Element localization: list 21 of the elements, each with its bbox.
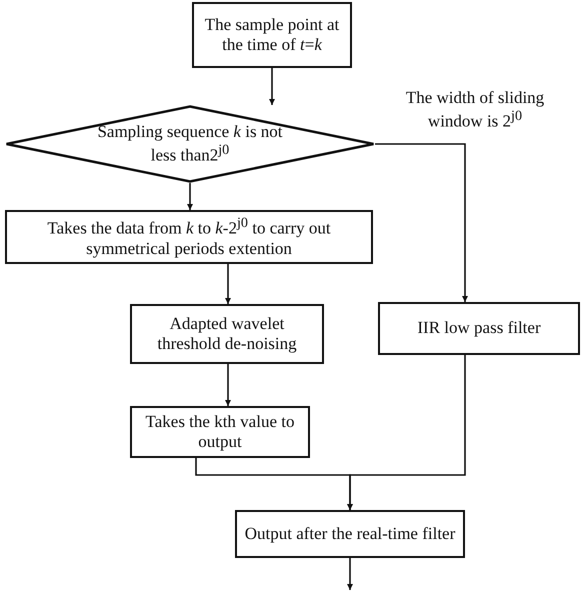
node-text: Adapted wavelet threshold de-noising <box>156 314 298 354</box>
process-box <box>378 302 580 355</box>
process-box <box>192 2 352 68</box>
arrow <box>225 364 231 406</box>
arrow <box>225 264 231 304</box>
process-box <box>130 304 324 364</box>
arrow <box>375 143 468 302</box>
arrow <box>187 183 193 210</box>
arrow <box>347 558 353 590</box>
node-text: Takes the kth value to output <box>144 412 296 452</box>
decision-diamond <box>5 105 375 183</box>
node-text: Sampling sequence k is not less than2$^{j0}$ <box>96 122 284 166</box>
arrow <box>269 68 275 105</box>
process-box <box>130 406 310 458</box>
process-box <box>5 210 373 264</box>
process-box <box>235 510 465 558</box>
arrow <box>347 355 466 510</box>
node-text: Output after the real-time filter <box>244 524 456 544</box>
node-text: Takes the data from k to k-2$^{j0}$ to carry out symmetrical periods extention <box>46 214 332 260</box>
node-text: IIR low pass filter <box>417 318 541 339</box>
node-text: The sample point at the time of t=k <box>204 14 340 56</box>
